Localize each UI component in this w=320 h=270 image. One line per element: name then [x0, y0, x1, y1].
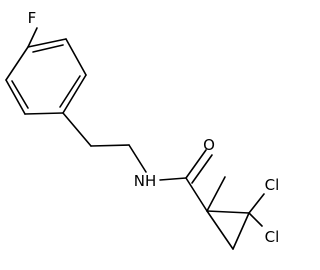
atom-label-chlorine-lower: Cl [265, 228, 280, 246]
bond-c-cl-lower [248, 212, 263, 227]
ring-bond-c4-c5 [24, 112, 64, 115]
bond-c-cl-upper [248, 193, 265, 214]
molecule-canvas: F O NH Cl Cl [5, 9, 280, 250]
atom-label-oxygen: O [203, 136, 215, 154]
ring-double-bond-inner-3 [11, 80, 29, 109]
bond-carbonyl-cyclopropyl [185, 177, 208, 212]
bond-methyl [206, 176, 226, 212]
bond-c-o-1 [185, 149, 207, 179]
bond-ring-ch2 [62, 112, 92, 147]
atom-label-chlorine-upper: Cl [265, 176, 280, 194]
ring-double-bond-inner-2 [59, 75, 81, 108]
atom-label-nh: NH [134, 172, 157, 190]
cyclopropane-bond-c1-c2 [206, 210, 250, 214]
ring-bond-c1-c2 [27, 38, 67, 48]
bond-ch2-n [128, 144, 147, 173]
ring-bond-c6-c1 [5, 46, 29, 81]
bond-c-f [27, 27, 38, 48]
ring-bond-c2-c3 [65, 38, 87, 76]
bond-n-carbonyl [159, 177, 187, 181]
atom-label-fluorine: F [28, 9, 37, 27]
bond-ch2-ch2 [90, 144, 130, 147]
bond-c-o-2 [191, 154, 213, 184]
cyclopropane-bond-c1-c3 [206, 210, 234, 250]
ring-bond-c5-c6 [5, 79, 26, 115]
ring-double-bond-inner-1 [32, 44, 64, 53]
ring-bond-c3-c4 [62, 74, 87, 114]
cyclopropane-bond-c2-c3 [232, 212, 250, 250]
structure-drawing: F O NH Cl Cl [5, 9, 280, 250]
